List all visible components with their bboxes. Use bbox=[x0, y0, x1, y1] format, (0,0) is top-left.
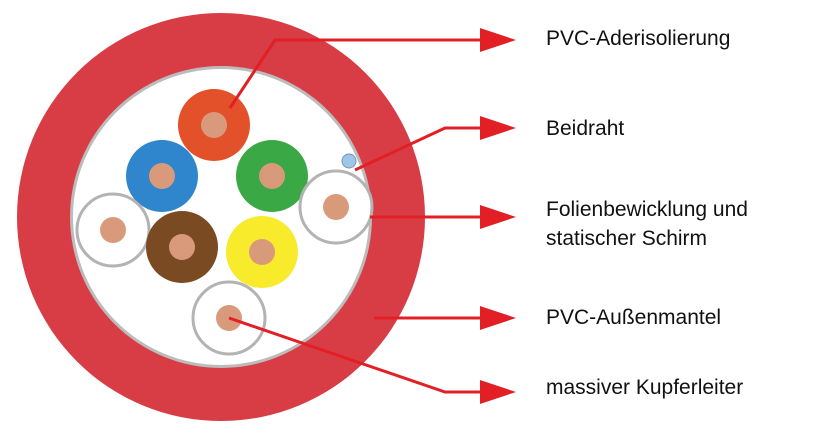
label-foil-shield: Folienbewicklung und statischer Schirm bbox=[546, 195, 748, 253]
label-line: massiver Kupferleiter bbox=[546, 376, 744, 399]
arrowhead-conductor bbox=[480, 380, 516, 404]
label-solid-copper-conductor: massiver Kupferleiter bbox=[546, 373, 743, 402]
conductor-green bbox=[236, 140, 308, 212]
arrowhead-jacket bbox=[480, 306, 516, 330]
conductor-white-right bbox=[298, 169, 374, 245]
drain-wire bbox=[341, 153, 357, 169]
leader-line-insulation bbox=[228, 38, 484, 109]
conductor-white-left bbox=[75, 192, 151, 268]
label-line: PVC-Außenmantel bbox=[546, 306, 722, 329]
label-line: Beidraht bbox=[546, 117, 625, 140]
foil-shield-interior bbox=[73, 69, 369, 365]
arrowhead-shield bbox=[480, 205, 516, 229]
label-line: statischer Schirm bbox=[546, 227, 708, 250]
label-pvc-jacket: PVC-Außenmantel bbox=[546, 303, 721, 332]
arrowhead-drain-wire bbox=[480, 116, 516, 140]
leader-line-drain-wire bbox=[354, 126, 484, 172]
conductor-brown bbox=[146, 211, 218, 283]
label-line: PVC-Aderisolierung bbox=[546, 27, 731, 50]
label-line: Folienbewicklung und bbox=[546, 198, 748, 221]
conductor-yellow bbox=[226, 216, 298, 288]
label-drain-wire: Beidraht bbox=[546, 114, 624, 143]
conductor-orange bbox=[178, 89, 250, 161]
label-pvc-insulation: PVC-Aderisolierung bbox=[546, 24, 730, 53]
arrowhead-insulation bbox=[480, 28, 516, 52]
conductor-blue bbox=[126, 140, 198, 212]
leader-line-conductor bbox=[228, 316, 484, 394]
